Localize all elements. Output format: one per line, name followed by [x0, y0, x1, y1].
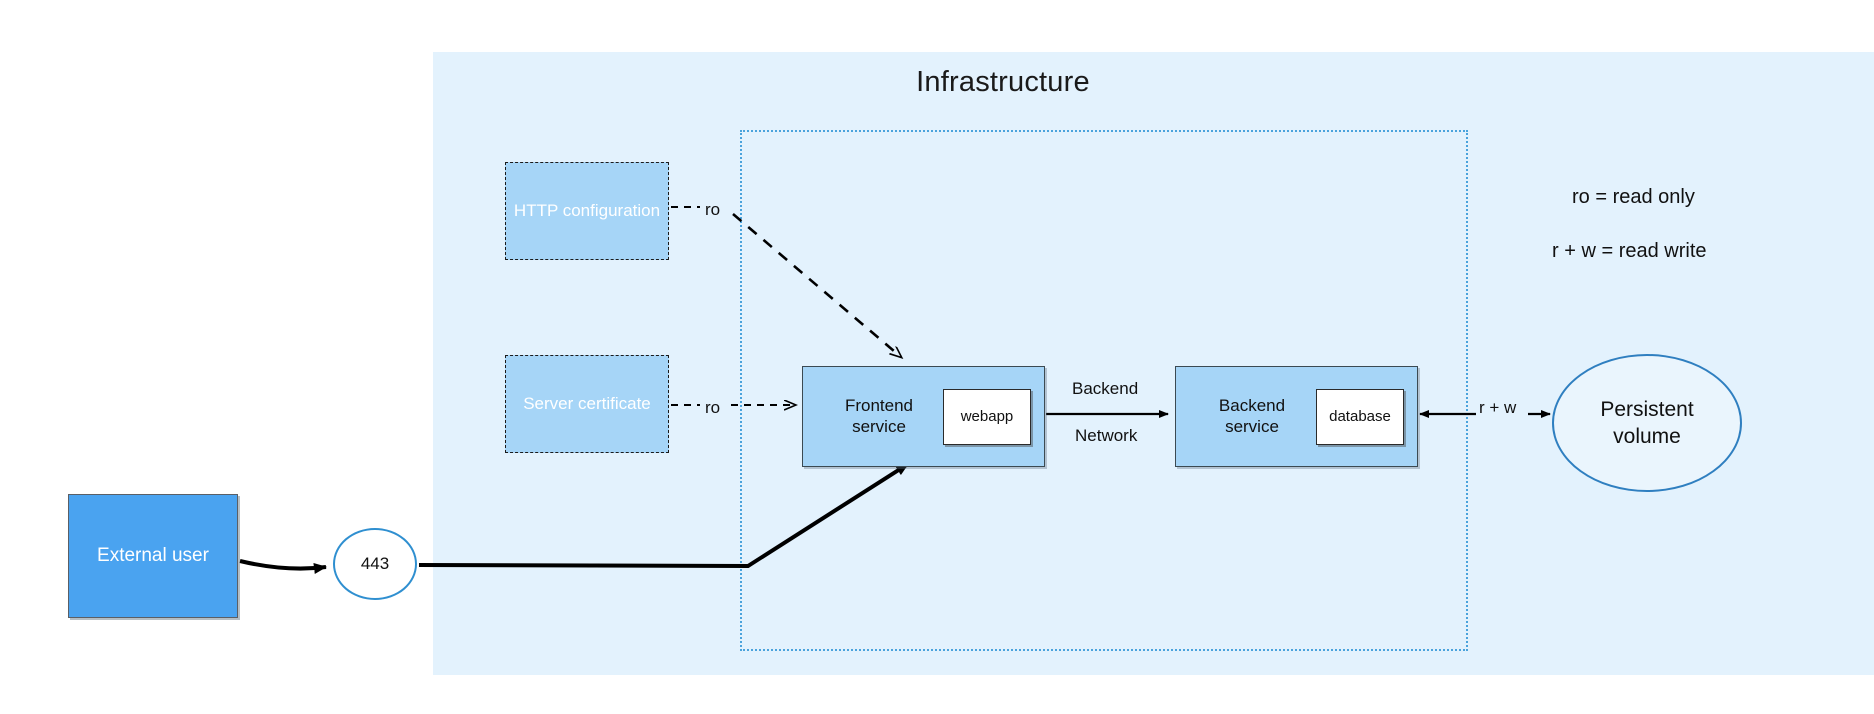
- edge-label-ro-server-certificate: ro: [705, 398, 721, 417]
- node-port-443[interactable]: 443: [333, 528, 417, 600]
- backend-service-label-line2: service: [1225, 416, 1279, 436]
- network-boundary: [740, 130, 1468, 651]
- container-webapp[interactable]: webapp: [943, 389, 1031, 445]
- node-server-certificate[interactable]: Server certificate: [505, 355, 669, 453]
- frontend-service-label-line1: Frontend: [844, 395, 914, 415]
- frontend-service-label: Frontend service: [817, 396, 941, 437]
- persistent-volume-label-line1: Persistent: [1600, 397, 1694, 421]
- http-configuration-label: HTTP configuration: [513, 200, 661, 220]
- node-frontend-service[interactable]: Frontend service webapp: [802, 366, 1045, 467]
- server-certificate-label: Server certificate: [523, 393, 651, 413]
- webapp-label: webapp: [960, 407, 1014, 425]
- legend-read-only: ro = read only: [1572, 186, 1695, 208]
- node-external-user[interactable]: External user: [68, 494, 238, 618]
- legend-read-write: r + w = read write: [1552, 240, 1707, 262]
- infrastructure-title: Infrastructure: [916, 66, 1090, 98]
- node-http-configuration[interactable]: HTTP configuration: [505, 162, 669, 260]
- port-label: 443: [360, 553, 390, 573]
- container-database[interactable]: database: [1316, 389, 1404, 445]
- edge-label-ro-http-configuration: ro: [705, 200, 721, 219]
- edge-external-user-to-port: [239, 559, 327, 574]
- persistent-volume-label: Persistent volume: [1600, 396, 1693, 451]
- node-backend-service[interactable]: Backend service database: [1175, 366, 1418, 467]
- external-user-label: External user: [97, 545, 209, 567]
- node-persistent-volume[interactable]: Persistent volume: [1552, 354, 1742, 492]
- backend-service-label-line1: Backend: [1218, 395, 1286, 415]
- database-label: database: [1329, 407, 1391, 425]
- edge-label-network: Network: [1075, 426, 1138, 445]
- edge-label-backend: Backend: [1072, 379, 1139, 398]
- persistent-volume-label-line2: volume: [1613, 425, 1681, 448]
- backend-service-label: Backend service: [1190, 396, 1314, 437]
- frontend-service-label-line2: service: [852, 416, 906, 436]
- edge-label-read-write: r + w: [1479, 398, 1517, 417]
